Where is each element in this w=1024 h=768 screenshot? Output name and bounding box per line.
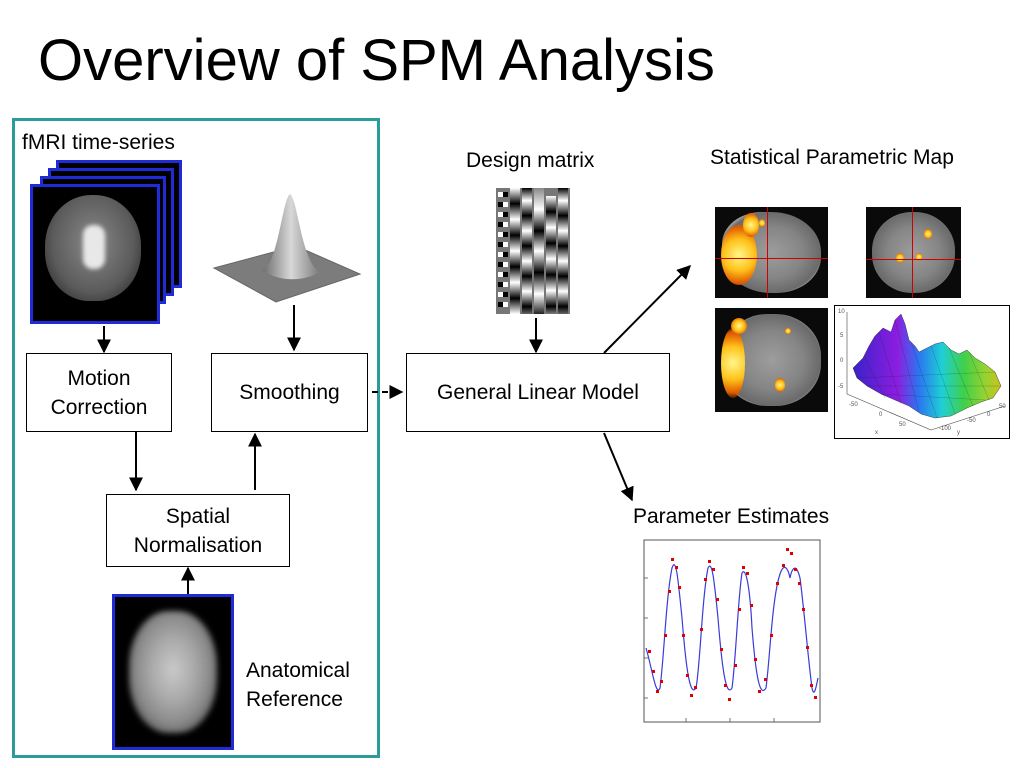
surface-plot-graphic [846,312,1006,431]
spm-3d-surface-plot: 10 5 0 -5 -50 0 50 x -100 -50 0 50 y [834,305,1010,439]
surface-y-axis-label: y [957,430,960,436]
parameter-estimates-plot [643,539,821,723]
fmri-slice-front [30,184,160,324]
surface-ytick2-0: 0 [987,412,991,418]
motion-correction-box: Motion Correction [26,353,172,432]
general-linear-model-box: General Linear Model [406,353,670,432]
slide-title: Overview of SPM Analysis [38,28,715,93]
fmri-time-series-label: fMRI time-series [22,131,175,154]
surface-ytick2-50: 50 [999,404,1006,410]
template-brain [129,611,217,733]
surface-ytick-neg5: -5 [838,384,844,390]
t2-brain-image [45,195,141,301]
spm-coronal-slice [866,207,961,298]
parameter-estimates-label: Parameter Estimates [633,505,830,528]
smoothing-box: Smoothing [211,353,368,432]
spatial-normalisation-box: Spatial Normalisation [106,494,290,567]
surface-ytick-10: 10 [838,309,845,315]
spm-label: Statistical Parametric Map [710,146,954,169]
surface-x-axis-label: x [875,430,878,436]
preprocessing-frame [12,118,380,758]
surface-xtick-0: 0 [879,412,883,418]
surface-ytick2-neg50: -50 [967,418,976,424]
design-matrix-label: Design matrix [466,149,595,172]
surface-ytick2-neg100: -100 [939,426,952,432]
surface-xtick-neg50: -50 [849,402,858,408]
surface-ytick-5: 5 [840,333,844,339]
design-matrix-image [496,188,578,314]
spm-sagittal-slice [715,207,828,298]
surface-ytick-0: 0 [840,358,844,364]
gaussian-kernel-graphic [212,194,362,303]
spm-axial-slice [715,308,828,412]
anatomical-reference-image [112,594,234,750]
surface-xtick-50: 50 [899,422,906,428]
anatomical-reference-label: Anatomical Reference [246,659,350,711]
